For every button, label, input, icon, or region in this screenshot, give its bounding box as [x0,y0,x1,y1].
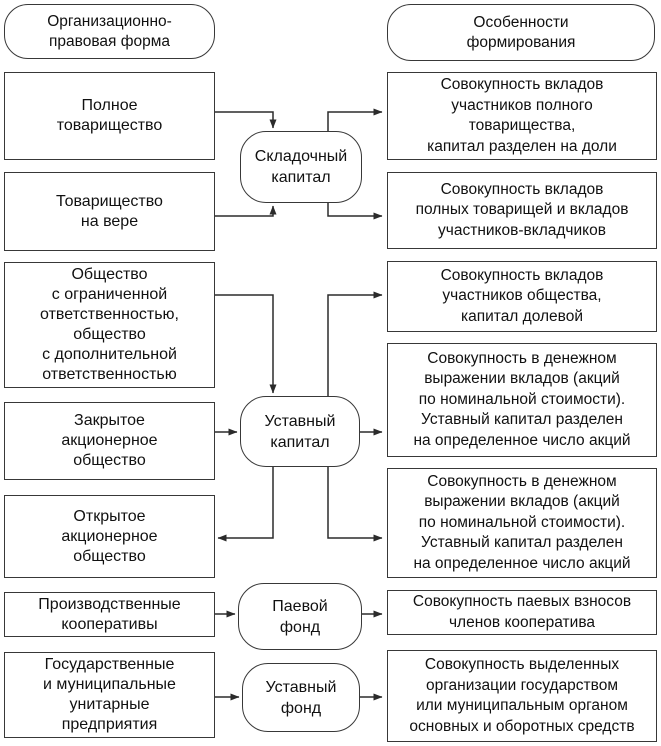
node-paevoy-fund: Паевой фонд [238,583,362,650]
header-formation-features: Особенности формирования [387,4,655,61]
org-form-open-jsc: Открытое акционерное общество [4,495,215,578]
node-skladochny-capital: Складочный капитал [240,131,362,203]
org-form-production-coops: Производственные кооперативы [4,592,215,637]
formation-desc-llc: Совокупность вкладов участников общества… [387,261,657,332]
arrow-ustavny-to-ojsc [217,467,274,542]
org-form-full-partnership: Полное товарищество [4,72,215,160]
formation-desc-state-municipal: Совокупность выделенных организации госу… [387,650,657,742]
arrow-limited-partnership-to-skladochny [215,205,277,217]
formation-desc-full-partnership: Совокупность вкладов участников полного … [387,72,657,160]
org-form-limited-partnership: Товарищество на вере [4,172,215,251]
org-form-state-municipal-unitary: Государственные и муниципальные унитарны… [4,652,215,738]
arrow-llc-to-ustavny [215,294,277,394]
arrow-full-partnership-to-skladochny [215,111,277,129]
arrow-skladochny-to-desc2 [327,203,383,220]
arrow-skladochny-to-desc1 [327,108,383,131]
node-ustavny-fund: Уставный фонд [242,663,360,732]
header-org-legal-form: Организационно- правовая форма [4,4,215,59]
org-form-llc-alc: Общество с ограниченной ответственностью… [4,262,215,388]
arrow-ustavny-to-desc3 [327,291,383,396]
formation-desc-coops: Совокупность паевых взносов членов коопе… [387,590,657,635]
arrow-ustavny-to-desc5 [327,467,383,542]
formation-desc-cjsc: Совокупность в денежном выражении вкладо… [387,343,657,457]
formation-desc-ojsc: Совокупность в денежном выражении вкладо… [387,468,657,578]
formation-desc-limited-partnership: Совокупность вкладов полных товарищей и … [387,172,657,249]
org-form-closed-jsc: Закрытое акционерное общество [4,402,215,480]
node-ustavny-capital: Уставный капитал [240,396,360,467]
